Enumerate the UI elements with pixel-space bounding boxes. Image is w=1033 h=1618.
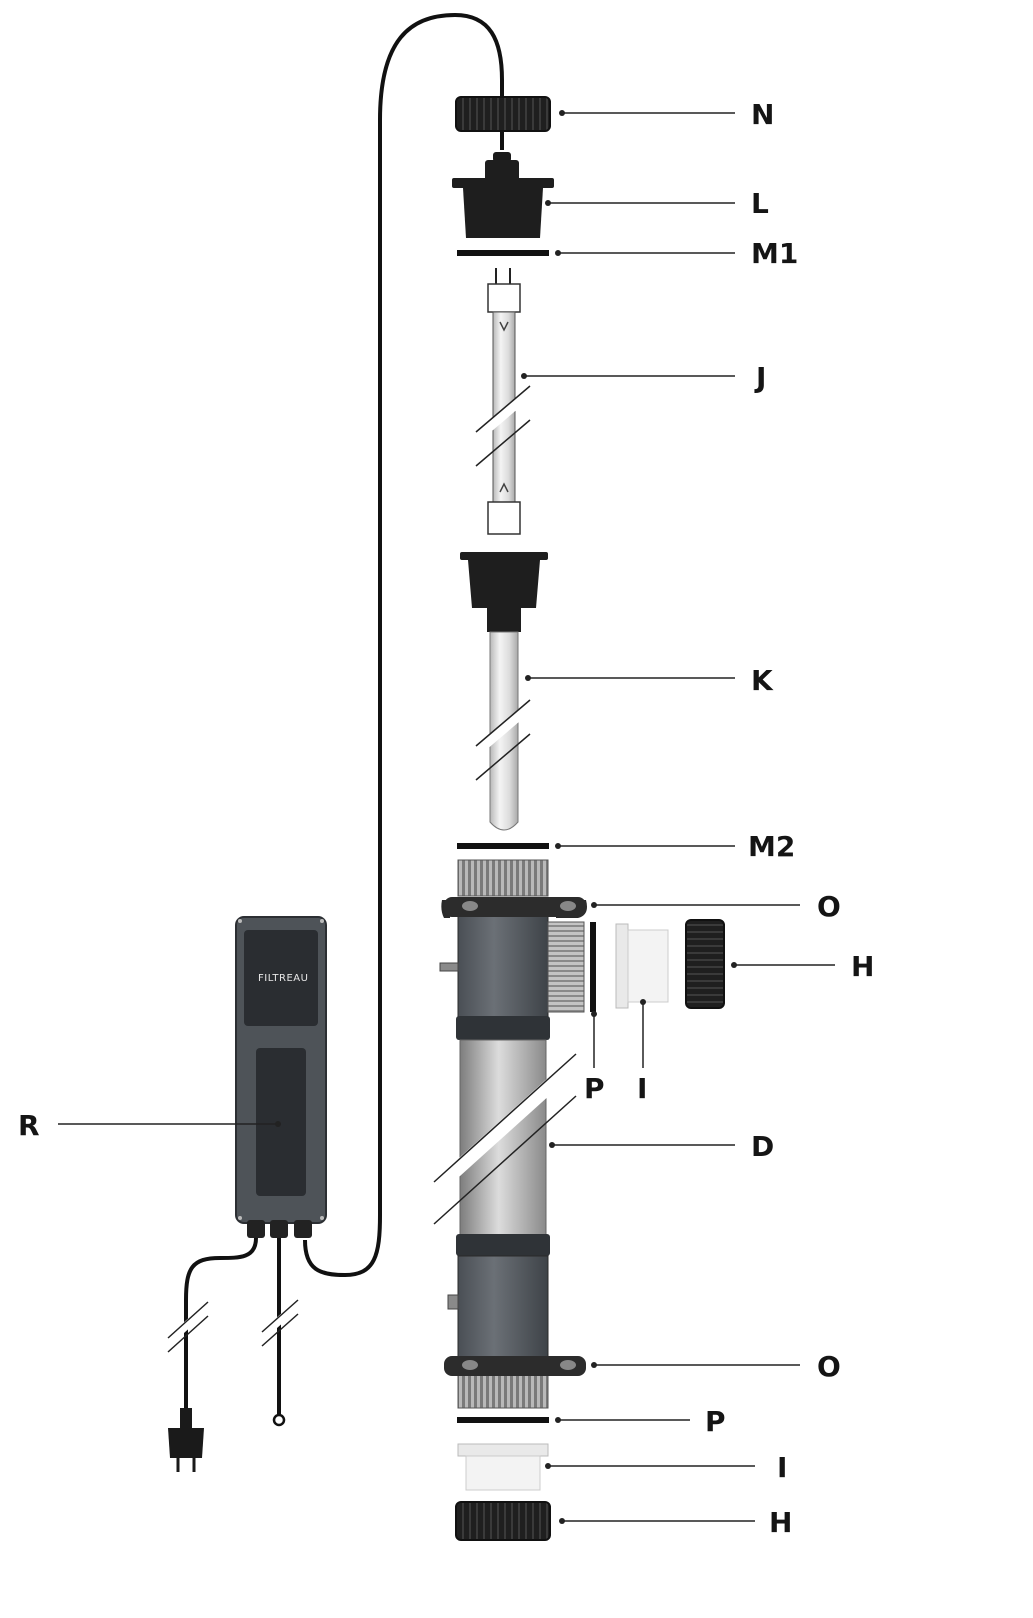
- part-h-bottom-nut: [455, 1501, 551, 1541]
- break-mark-d: [429, 1053, 581, 1225]
- break-mark-j: [472, 385, 534, 467]
- part-k-quartz-sleeve: [460, 552, 548, 831]
- leader-line-h-side: [731, 962, 835, 968]
- label-d: D: [751, 1130, 775, 1163]
- part-o-bracket-bottom: [444, 1356, 586, 1376]
- power-cable: [303, 12, 504, 1278]
- part-j-uv-lamp: [487, 268, 521, 535]
- label-i-side: I: [637, 1072, 648, 1105]
- ground-ring-terminal: [272, 1413, 286, 1427]
- mains-cable: [184, 1237, 258, 1410]
- leader-line-i-side: [640, 999, 646, 1068]
- leader-line-l: [545, 200, 735, 206]
- controller-brand-text: FILTREAU: [258, 973, 309, 984]
- part-l-lamp-holder: [452, 152, 554, 238]
- break-mark-ground-wire: [259, 1299, 301, 1347]
- leader-line-d: [549, 1142, 735, 1148]
- label-o-bottom: O: [817, 1350, 841, 1383]
- part-m2-o-ring: [457, 843, 549, 849]
- part-h-side-nut: [685, 919, 725, 1009]
- part-n-end-cap: [455, 96, 551, 132]
- part-o-bracket-top: [441, 897, 587, 918]
- part-m1-o-ring: [457, 250, 549, 256]
- label-m2: M2: [748, 830, 796, 863]
- leader-line-r: [58, 1121, 281, 1127]
- label-h-bottom: H: [769, 1506, 793, 1539]
- leader-line-m1: [555, 250, 735, 256]
- leader-line-p-side: [591, 1011, 597, 1068]
- label-i-bottom: I: [777, 1451, 788, 1484]
- leader-line-h-bottom: [559, 1518, 755, 1524]
- part-i-side-union: [615, 923, 669, 1009]
- label-m1: M1: [751, 237, 799, 270]
- leader-line-i-bottom: [545, 1463, 755, 1469]
- leader-line-o-top: [591, 902, 800, 908]
- mains-plug: [168, 1408, 204, 1472]
- break-mark-k: [472, 699, 534, 781]
- part-p-side-gasket: [590, 922, 596, 1012]
- leader-line-m2: [555, 843, 735, 849]
- label-n: N: [751, 98, 775, 131]
- label-r: R: [18, 1109, 40, 1142]
- leader-line-n: [559, 110, 735, 116]
- part-i-bottom-union: [457, 1443, 549, 1491]
- leader-line-p-bottom: [555, 1417, 690, 1423]
- label-o-top: O: [817, 890, 841, 923]
- part-r-controller: [235, 916, 327, 1238]
- label-h-side: H: [851, 950, 875, 983]
- label-p-side: P: [584, 1072, 605, 1105]
- part-p-bottom-gasket: [457, 1417, 549, 1423]
- leader-line-j: [521, 373, 735, 379]
- leader-line-o-bottom: [591, 1362, 800, 1368]
- label-l: L: [751, 187, 769, 220]
- leader-line-k: [525, 675, 735, 681]
- label-p-bottom: P: [705, 1405, 726, 1438]
- break-mark-mains-cable: [165, 1301, 211, 1353]
- label-k: K: [751, 664, 773, 697]
- label-j: J: [756, 361, 767, 394]
- part-d-reactor-housing: [439, 859, 585, 1409]
